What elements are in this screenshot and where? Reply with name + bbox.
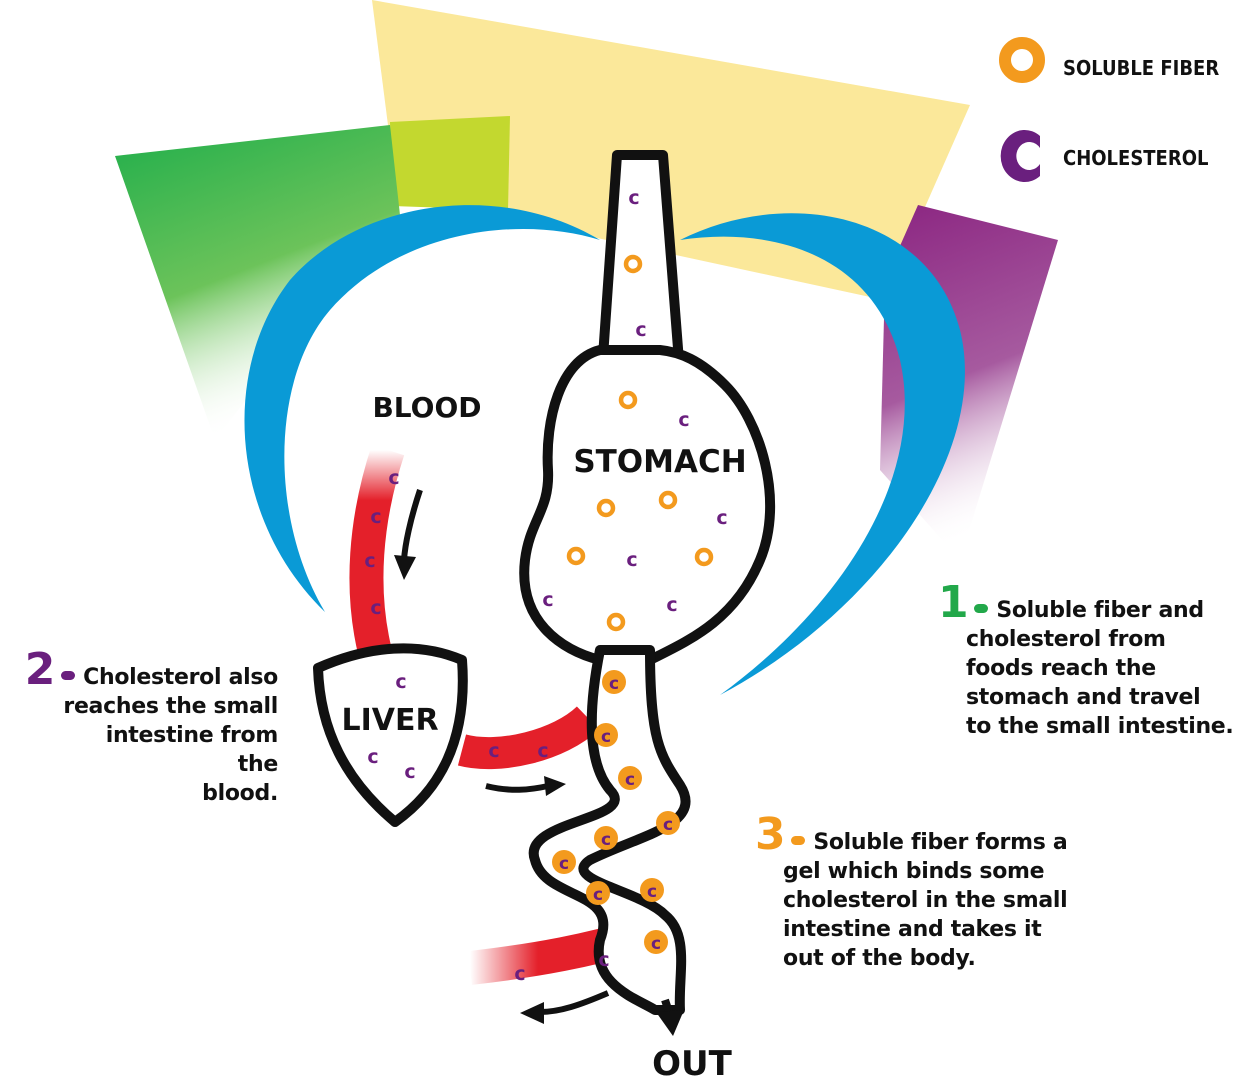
step-dot-icon <box>974 604 988 613</box>
step-line: Soluble fiber forms a <box>813 830 1067 855</box>
cholesterol-molecule: c <box>601 830 611 850</box>
cholesterol-molecule: c <box>370 506 381 528</box>
step-line: reaches the small <box>8 692 278 721</box>
cholesterol-molecule: c <box>625 770 635 790</box>
liver-to-intestine-arrow <box>486 776 566 796</box>
fiber-legend-icon <box>1005 43 1039 77</box>
step-line: stomach and travel <box>938 683 1238 712</box>
cholesterol-molecule: c <box>678 409 689 431</box>
cholesterol-molecule: c <box>628 187 639 209</box>
cholesterol-molecule: c <box>537 740 548 762</box>
cholesterol-molecule: c <box>663 815 673 835</box>
stomach <box>524 350 770 660</box>
step-line: cholesterol from <box>938 625 1238 654</box>
cholesterol-molecule: c <box>367 746 378 768</box>
step-dot-icon <box>61 671 75 680</box>
step-line: Cholesterol also <box>83 665 278 690</box>
fiber-legend-label: SOLUBLE FIBER <box>1063 56 1219 80</box>
cholesterol-legend-label: CHOLESTEROL <box>1063 146 1208 170</box>
cholesterol-molecule: c <box>609 674 619 694</box>
cholesterol-molecule: c <box>395 671 406 693</box>
cholesterol-molecule: c <box>651 934 661 954</box>
step-number: 1 <box>938 577 968 628</box>
cholesterol-molecule: c <box>716 507 727 529</box>
step-line: cholesterol in the small <box>755 886 1075 915</box>
step-line: intestine and takes it <box>755 915 1075 944</box>
step-number: 2 <box>25 644 55 695</box>
cholesterol-molecule: c <box>388 467 399 489</box>
step-line: blood. <box>8 779 278 808</box>
cholesterol-molecule: c <box>666 594 677 616</box>
blood-vessel-middle <box>462 718 588 753</box>
lime-panel <box>390 116 510 210</box>
stomach-label: STOMACH <box>573 444 746 480</box>
cholesterol-molecule: c <box>635 319 646 341</box>
cholesterol-molecule: c <box>593 885 603 905</box>
cholesterol-molecule: c <box>647 882 657 902</box>
step-line: gel which binds some <box>755 857 1075 886</box>
out-label: OUT <box>652 1044 733 1076</box>
blood-label: BLOOD <box>372 391 481 424</box>
cholesterol-molecule: c <box>542 589 553 611</box>
cholesterol-molecule: c <box>370 597 381 619</box>
step-line: Soluble fiber and <box>996 598 1203 623</box>
blood-out-arrow <box>520 993 608 1024</box>
cholesterol-molecule: c <box>404 761 415 783</box>
step-line: out of the body. <box>755 944 1075 973</box>
cholesterol-molecule: c <box>626 549 637 571</box>
cholesterol-molecule: c <box>364 550 375 572</box>
cholesterol-molecule: c <box>601 727 611 747</box>
cholesterol-molecule: c <box>514 963 525 985</box>
cholesterol-molecule: c <box>598 949 609 971</box>
step-number: 3 <box>755 809 785 860</box>
step-line: intestine from the <box>8 721 278 779</box>
step-dot-icon <box>791 836 805 845</box>
cholesterol-molecule: c <box>488 740 499 762</box>
liver-label: LIVER <box>341 703 438 738</box>
cholesterol-legend-icon <box>1001 130 1040 182</box>
blood-flow-arrow <box>394 490 420 580</box>
cholesterol-molecule: c <box>559 854 569 874</box>
step-line: to the small intestine. <box>938 712 1238 741</box>
step-line: foods reach the <box>938 654 1238 683</box>
